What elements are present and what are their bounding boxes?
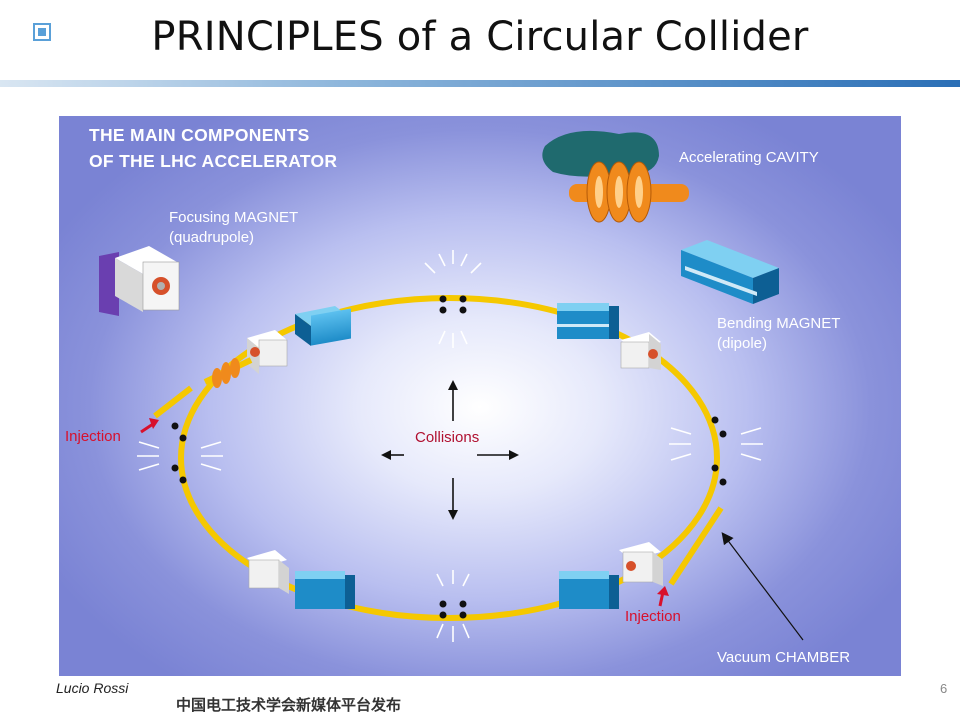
accelerator-ring [153, 295, 724, 621]
focusing-magnet-label-line-1: Focusing MAGNET [169, 209, 299, 226]
collision-point-right [669, 416, 763, 486]
bending-magnet-illustration [681, 240, 779, 304]
dipole-magnet-top-right [557, 303, 619, 339]
cavity-on-ring [203, 357, 253, 388]
slide-bullet-icon [33, 23, 51, 41]
focusing-magnet-illustration [99, 246, 180, 316]
dipole-magnet-bottom-left [295, 571, 355, 609]
lhc-components-diagram: THE MAIN COMPONENTS OF THE LHC ACCELERAT… [59, 116, 901, 676]
focusing-magnet-label: Focusing MAGNET (quadrupole) [169, 208, 298, 248]
publisher-note: 中国电工技术学会新媒体平台发布 [176, 697, 402, 714]
slide-title: PRINCIPLES of a Circular Collider [151, 14, 809, 60]
collisions-label: Collisions [415, 429, 480, 446]
vacuum-chamber-label: Vacuum CHAMBER [717, 649, 851, 666]
bending-magnet-label-line-1: Bending MAGNET [717, 315, 841, 332]
diagram-graphics [99, 130, 804, 642]
dipole-magnet-bottom-right [559, 571, 619, 609]
collision-point-top [424, 250, 482, 348]
quadrupole-ring-3 [247, 550, 289, 594]
bending-magnet-label: Bending MAGNET (dipole) [717, 314, 840, 354]
quadrupole-ring-1 [247, 330, 288, 374]
collision-point-bottom [436, 570, 470, 642]
diagram-heading: THE MAIN COMPONENTS OF THE LHC ACCELERAT… [89, 122, 337, 174]
collision-point-left [137, 422, 223, 484]
injection-arrow-right [657, 586, 669, 607]
diagram-heading-line-1: THE MAIN COMPONENTS [89, 125, 310, 145]
diagram-heading-line-2: OF THE LHC ACCELERATOR [89, 151, 338, 171]
quadrupole-ring-2 [620, 332, 661, 370]
page-number: 6 [940, 681, 948, 696]
title-divider [0, 80, 960, 87]
accelerating-cavity-illustration [542, 130, 689, 223]
bending-magnet-label-line-2: (dipole) [717, 335, 768, 352]
injection-label-left: Injection [65, 428, 121, 445]
author-name: Lucio Rossi [56, 680, 129, 696]
injection-arrow-left [140, 418, 159, 434]
collision-arrows [381, 380, 519, 520]
quadrupole-ring-4 [619, 542, 663, 586]
vacuum-chamber-pointer [721, 532, 804, 641]
injection-label-right: Injection [625, 608, 681, 625]
dipole-magnet-top-left [295, 306, 351, 346]
accelerating-cavity-label: Accelerating CAVITY [679, 149, 819, 166]
focusing-magnet-label-line-2: (quadrupole) [169, 229, 255, 246]
